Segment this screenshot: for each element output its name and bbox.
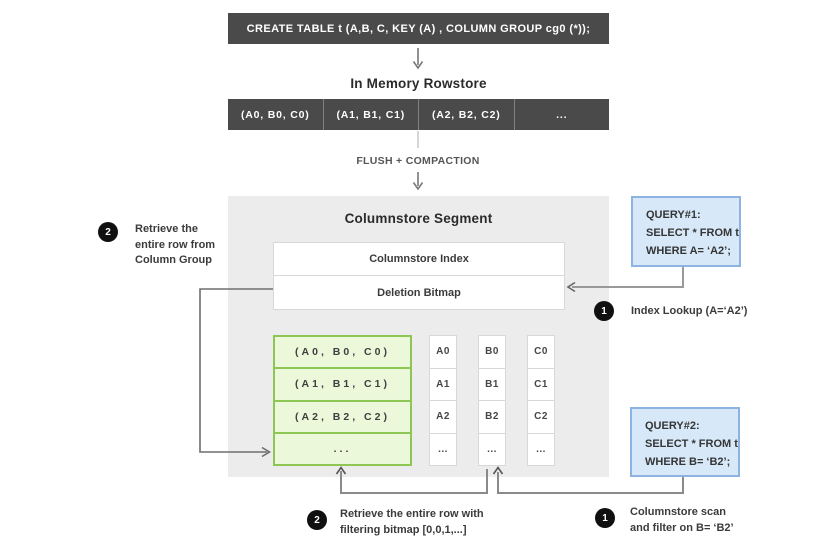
rowstore-cell: (A1, B1, C1) [322,99,419,130]
rowstore-cell: (A0, B0, C0) [240,108,310,121]
column-b: B0 B1 B2 ... [478,335,506,466]
create-table-box: CREATE TABLE t (A,B, C, KEY (A) , COLUMN… [228,13,609,44]
column-cell: A2 [430,400,456,433]
callout-line: Columnstore scan [630,506,726,518]
query2-line: SELECT * FROM t [645,438,738,450]
step-1-badge: 1 [595,508,615,528]
query1-line: WHERE A= ‘A2’; [646,245,731,257]
callout-line: Column Group [135,254,212,266]
column-cell: B2 [479,400,505,433]
column-cell: C0 [534,346,548,358]
deletion-bitmap-row: Deletion Bitmap [273,275,565,310]
callout-line: Retrieve the [135,223,198,235]
callout-line: filtering bitmap [0,0,1,...] [340,523,467,536]
arrow-down-icon [412,172,424,191]
column-group-row: (A1, B1, C1) [275,367,410,399]
step-2-badge: 2 [98,222,118,242]
rowstore-bar: (A0, B0, C0) (A1, B1, C1) (A2, B2, C2) .… [228,99,609,130]
query2-box: QUERY#2: SELECT * FROM t WHERE B= ‘B2’; [630,407,740,477]
index-lookup-label: Index Lookup (A=‘A2’) [631,305,748,317]
column-cell: C1 [528,367,554,401]
column-cell: A0 [436,346,450,358]
column-group-row: ... [275,431,410,464]
column-cell: ... [528,432,554,466]
column-c: C0 C1 C2 ... [527,335,555,466]
column-group-box: (A0, B0, C0) (A1, B1, C1) (A2, B2, C2) .… [273,335,412,466]
query2-line: WHERE B= ‘B2’; [645,456,731,468]
column-a: A0 A1 A2 ... [429,335,457,466]
query1-line: QUERY#1: [646,209,701,221]
retrieve-column-group-label: Retrieve the entire row from Column Grou… [135,222,255,269]
segment-title: Columnstore Segment [344,210,493,226]
callout-line: entire row from [135,238,216,251]
rowstore-cell: ... [513,99,610,130]
callout-line: Retrieve the entire row with [340,508,484,520]
column-cell: B1 [479,367,505,401]
rowstore-cell: (A2, B2, C2) [418,99,514,130]
column-cell: A1 [430,367,456,401]
column-cell: C2 [528,400,554,433]
columnstore-index-row: Columnstore Index [273,242,565,276]
column-group-row: (A0, B0, C0) [295,346,390,359]
column-cell: B0 [485,346,499,358]
flush-compaction-label: FLUSH + COMPACTION [356,155,480,167]
query2-line: QUERY#2: [645,420,700,432]
rowstore-title: In Memory Rowstore [350,75,487,91]
step-1-badge: 1 [594,301,614,321]
retrieve-bitmap-label: Retrieve the entire row with filtering b… [340,507,530,538]
arrow-down-icon [412,48,424,70]
columnstore-scan-label: Columnstore scan and filter on B= ‘B2’ [630,505,790,536]
column-cell: ... [430,432,456,466]
callout-line: and filter on B= ‘B2’ [630,521,734,534]
step-2-badge: 2 [307,510,327,530]
column-group-row: (A2, B2, C2) [275,399,410,432]
query1-box: QUERY#1: SELECT * FROM t WHERE A= ‘A2’; [631,196,741,267]
query1-line: SELECT * FROM t [646,227,739,239]
column-cell: ... [479,432,505,466]
